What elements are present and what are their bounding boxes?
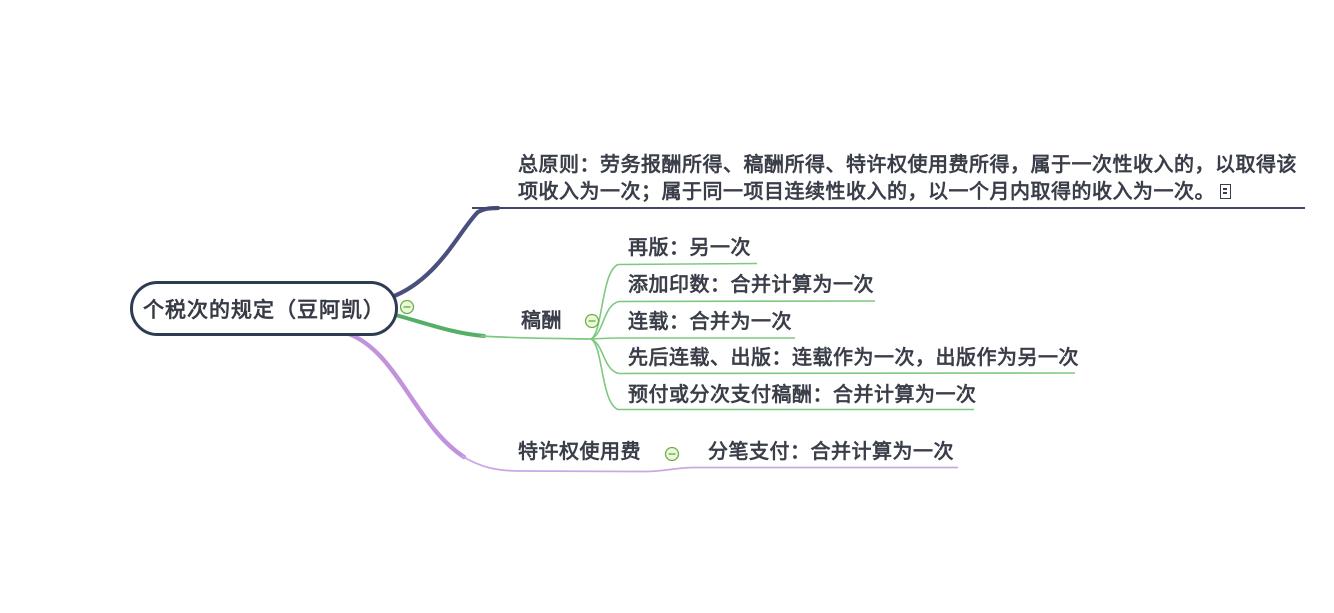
child-line-gaochou-5: [590, 338, 974, 411]
child-line-gaochou-2: [590, 300, 876, 340]
child-line-gaochou-3: [590, 337, 795, 340]
root-topic[interactable]: 个税次的规定（豆阿凯）: [130, 281, 398, 336]
topic-gaochou-child-3[interactable]: 连载：合并为一次: [628, 311, 792, 333]
underline-gaochou: [480, 335, 592, 340]
branch-line-general: [386, 205, 501, 301]
topic-gaochou-child-5[interactable]: 预付或分次支付稿酬：合并计算为一次: [628, 384, 977, 406]
underline-tequan-child: [461, 455, 958, 473]
missing-glyph-box: [1220, 183, 1231, 199]
branch-line-gaochou: [390, 312, 486, 338]
branch-line-tequan: [346, 331, 467, 460]
topic-general-principle-line1: 总原则：劳务报酬所得、稿酬所得、特许权使用费所得，属于一次性收入的，以取得该: [518, 154, 1297, 176]
collapse-icon[interactable]: [664, 446, 680, 462]
topic-tequan[interactable]: 特许权使用费: [518, 441, 641, 463]
topic-gaochou-child-1[interactable]: 再版：另一次: [628, 237, 751, 259]
topic-gaochou-child-4[interactable]: 先后连载、出版：连载作为一次，出版作为另一次: [628, 347, 1079, 369]
topic-gaochou[interactable]: 稿酬: [521, 310, 562, 332]
collapse-icon[interactable]: [399, 299, 415, 315]
collapse-icon[interactable]: [584, 313, 600, 329]
child-line-gaochou-1: [590, 262, 758, 340]
topic-general-principle[interactable]: 总原则：劳务报酬所得、稿酬所得、特许权使用费所得，属于一次性收入的，以取得该 项…: [518, 152, 1297, 205]
topic-general-principle-line2: 项收入为一次；属于同一项目连续性收入的，以一个月内取得的收入为一次。: [518, 179, 1297, 206]
topic-tequan-child-1[interactable]: 分笔支付：合并计算为一次: [708, 441, 954, 463]
topic-gaochou-child-2[interactable]: 添加印数：合并计算为一次: [628, 274, 874, 296]
child-line-gaochou-4: [590, 338, 1076, 375]
root-topic-label: 个税次的规定（豆阿凯）: [143, 298, 385, 322]
